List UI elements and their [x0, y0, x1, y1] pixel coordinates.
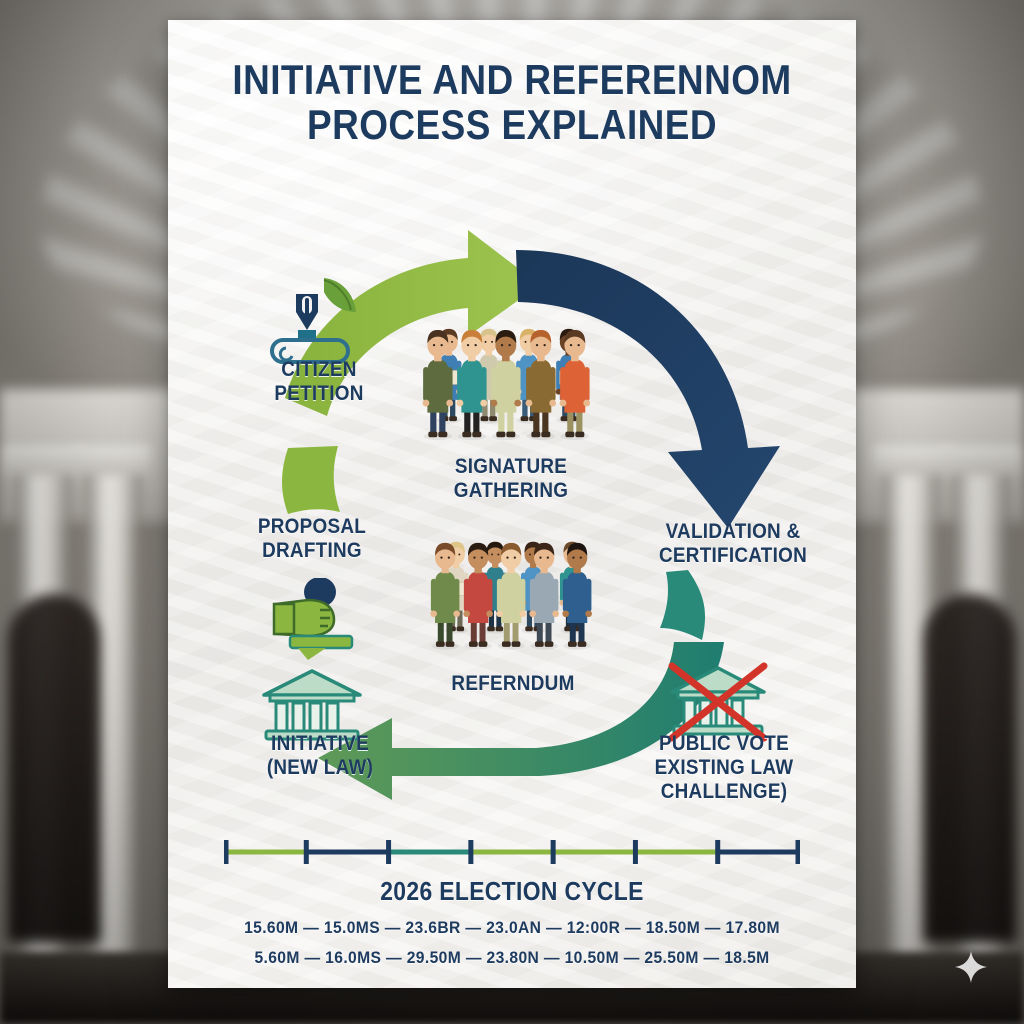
person-figure	[490, 542, 532, 656]
infographic-poster: INITIATIVE AND REFERENNOM PROCESS EXPLAI…	[168, 20, 856, 988]
person-figure	[457, 542, 499, 656]
data-row-2: 5.60M — 16.0MS — 29.50M — 23.80N — 10.50…	[254, 948, 770, 967]
person-figure	[553, 329, 597, 446]
person-figure	[450, 329, 494, 446]
stage-label-public-vote: PUBLIC VOTE EXISTING LAW CHALLENGE)	[654, 732, 794, 803]
person-figure	[523, 542, 565, 656]
arrow-public-vote-to-initiative	[318, 642, 724, 800]
election-cycle-label: 2026 ELECTION CYCLE	[380, 876, 644, 906]
page-title: INITIATIVE AND REFERENNOM PROCESS EXPLAI…	[209, 56, 814, 148]
person-figure	[416, 329, 460, 446]
quill-pen-scroll-icon	[256, 272, 366, 364]
people-group-referendum	[424, 532, 632, 656]
arrow-validation-to-public-vote	[660, 570, 706, 640]
person-figure	[424, 542, 466, 656]
stage-label-proposal-drafting: PROPOSAL DRAFTING	[257, 515, 367, 562]
title-line-2: PROCESS EXPLAINED	[306, 100, 718, 148]
person-figure	[519, 329, 563, 446]
arrow-petition-to-proposal	[282, 446, 340, 514]
arch-right	[924, 593, 1016, 943]
title-line-1: INITIATIVE AND REFERENNOM	[232, 56, 792, 103]
stage-label-referendum: REFERNDUM	[451, 672, 575, 695]
stage-label-validation-certification: VALIDATION & CERTIFICATION	[658, 520, 808, 567]
arrow-petition-to-signature	[285, 230, 540, 416]
stage-label-citizen-petition: CITIZEN PETITION	[274, 358, 364, 405]
building-crossed-out-icon	[660, 660, 776, 748]
arrow-signature-to-validation	[516, 250, 780, 528]
classical-building-icon	[256, 665, 368, 747]
election-timeline	[223, 838, 801, 872]
data-row-1: 15.60M — 15.0MS — 23.6BR — 23.0AN — 12:0…	[244, 918, 780, 937]
hand-gavel-stamp-icon	[264, 577, 368, 660]
stage-label-initiative-new-law: INITIATIVE (NEW LAW)	[266, 732, 374, 779]
stage-label-signature-gathering: SIGNATURE GATHERING	[453, 455, 569, 502]
person-figure	[556, 542, 598, 656]
sparkle-watermark-icon	[955, 951, 987, 983]
arch-left	[8, 593, 100, 943]
person-figure	[484, 329, 528, 446]
people-group-signature-gathering	[416, 318, 631, 446]
process-flow-diagram	[168, 210, 856, 850]
